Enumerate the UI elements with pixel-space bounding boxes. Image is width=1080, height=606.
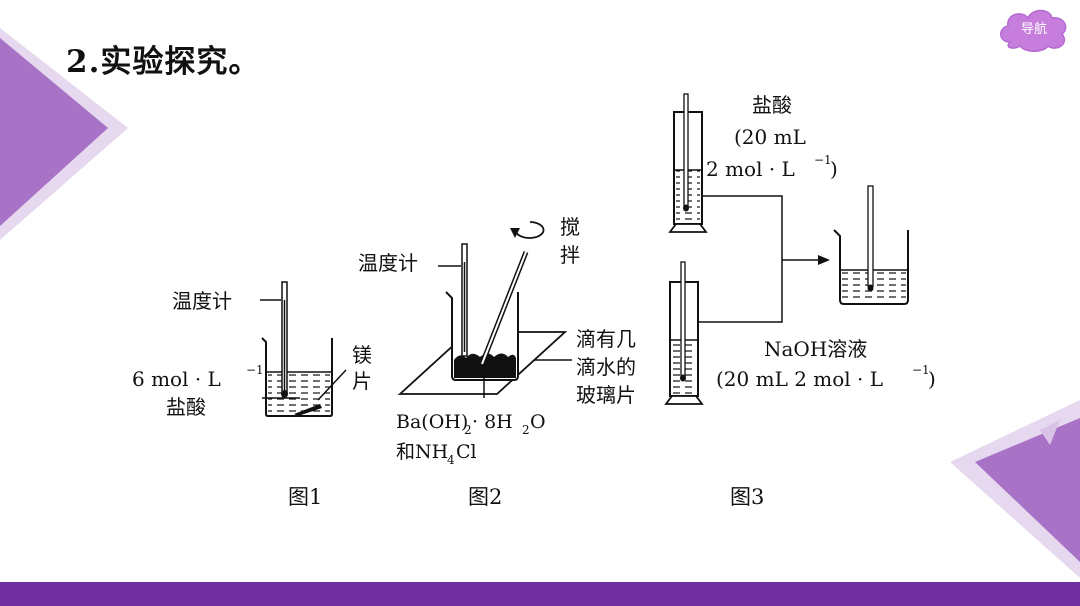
fig1-beaker xyxy=(261,337,333,417)
fig3-hcl-close: ) xyxy=(830,157,838,181)
fig1-magnesium-strip xyxy=(294,404,322,416)
fig2-reagent-nh4cl: 和NH xyxy=(396,441,448,463)
right-triangle xyxy=(975,418,1080,562)
fig1-acid-label: 盐酸 xyxy=(166,395,206,419)
fig3-mixed-liquid xyxy=(842,270,906,302)
fig1-mg-label-1: 镁 xyxy=(352,343,372,367)
fig2-reagent-sub-2: 2 xyxy=(464,423,472,437)
fig2-reagent-water: · 8H xyxy=(472,411,513,433)
fig2-glass-label-3: 玻璃片 xyxy=(576,383,636,407)
fig2-stir-label-2: 拌 xyxy=(560,243,580,267)
fig1-thermometer-label: 温度计 xyxy=(172,289,232,313)
fig2-reagent-baoh2: Ba(OH) xyxy=(396,411,468,433)
nav-button-label[interactable]: 导航 xyxy=(1020,22,1047,37)
fig2-reagent-cl: Cl xyxy=(456,441,477,463)
fig3-caption: 图3 xyxy=(730,485,764,509)
figure-2: 温度计 搅 拌 滴有几 滴水的 玻璃片 Ba(OH) 2 · 8H 2 O 和N… xyxy=(358,215,636,509)
right-triangle-accent xyxy=(1040,420,1060,445)
fig3-hcl-exponent: −1 xyxy=(814,153,832,167)
fig2-reagent-sub-h2: 2 xyxy=(522,423,530,437)
fig1-mg-label-2: 片 xyxy=(352,369,372,393)
bottom-bar xyxy=(0,582,1080,606)
fig3-naoh-close: ) xyxy=(928,367,936,391)
fig3-naoh-label: NaOH溶液 xyxy=(764,337,867,361)
fig3-hcl-concentration: 2 mol · L xyxy=(706,157,795,181)
slide-title: 2.实验探究。 xyxy=(66,44,261,80)
fig1-acid-exponent: −1 xyxy=(246,363,264,377)
fig2-glass-plate xyxy=(397,331,568,395)
fig3-naoh-concentration: (20 mL 2 mol · L xyxy=(716,367,883,391)
fig3-thermometer-naoh xyxy=(680,261,686,377)
fig2-glass-label-2: 滴水的 xyxy=(576,355,636,379)
fig2-thermometer-label: 温度计 xyxy=(358,251,418,275)
fig1-acid-concentration: 6 mol · L xyxy=(132,367,221,391)
fig3-arrow xyxy=(818,255,830,265)
fig3-naoh-exponent: −1 xyxy=(912,363,930,377)
fig2-reagent-sub-4: 4 xyxy=(447,453,455,467)
fig2-stir-arrow xyxy=(515,221,545,239)
cloud-icon xyxy=(1000,9,1067,52)
figure-1: 温度计 6 mol · L −1 盐酸 镁 片 图1 xyxy=(132,281,372,509)
fig3-thermometer-hcl xyxy=(683,93,689,207)
figure-3: 盐酸 (20 mL 2 mol · L −1 ) NaOH溶液 (20 mL 2… xyxy=(664,93,936,509)
fig3-thermometer-beaker xyxy=(867,185,874,287)
fig2-glass-label-1: 滴有几 xyxy=(576,327,636,351)
fig2-solid-mixture xyxy=(454,353,516,378)
fig3-hcl-label: 盐酸 xyxy=(752,93,792,117)
nav-cloud-button[interactable] xyxy=(996,6,1072,52)
fig3-connector xyxy=(698,195,783,323)
fig1-caption: 图1 xyxy=(288,485,322,509)
fig2-stir-label-1: 搅 xyxy=(560,215,580,239)
fig3-hcl-volume: (20 mL xyxy=(734,125,806,149)
fig2-reagent-o: O xyxy=(530,411,546,433)
left-triangle xyxy=(0,38,108,226)
fig2-caption: 图2 xyxy=(468,485,502,509)
